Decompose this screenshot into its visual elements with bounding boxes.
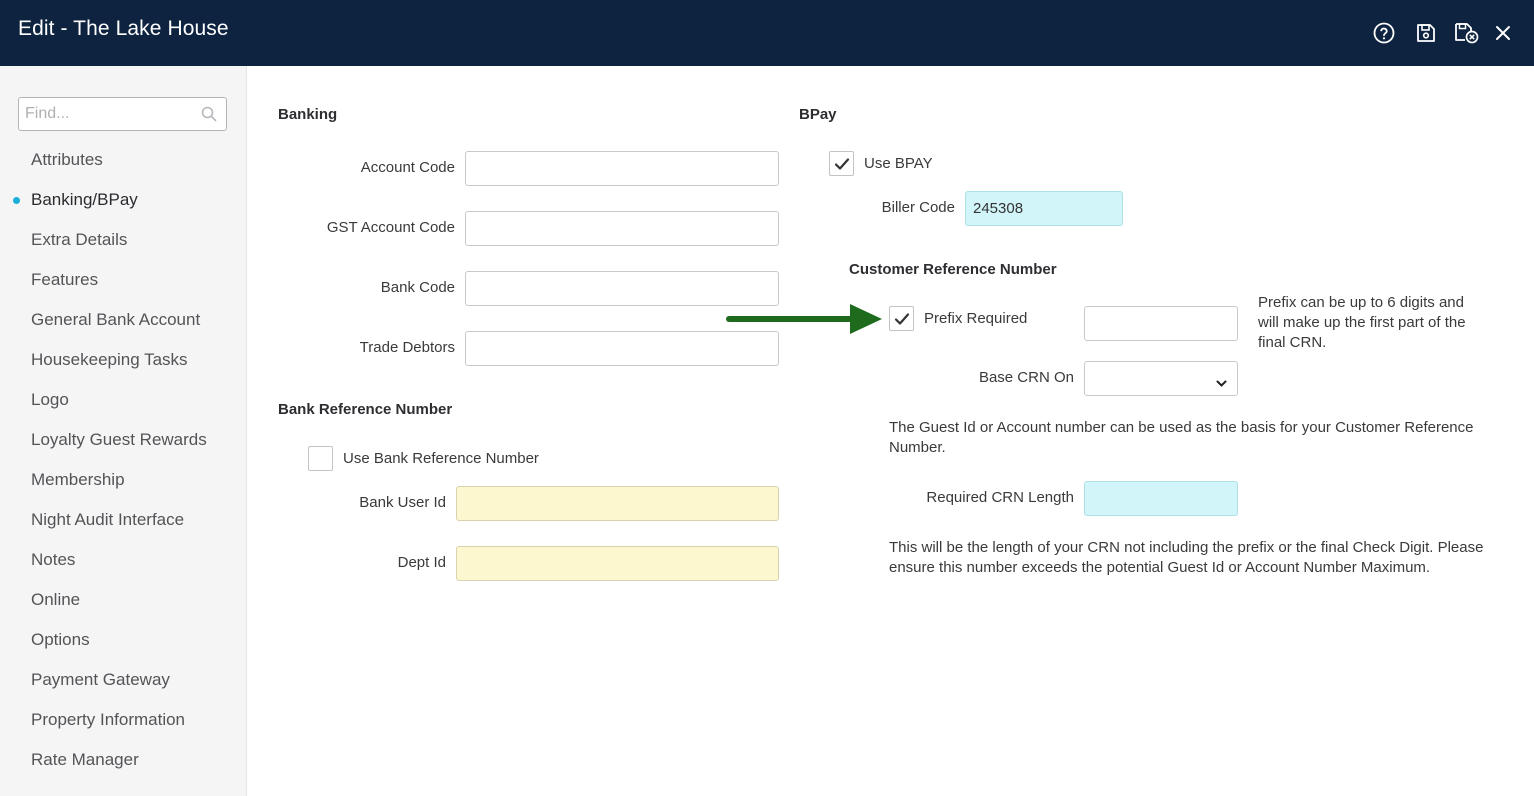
checkmark-icon bbox=[894, 312, 909, 325]
trade-debtors-field[interactable] bbox=[465, 331, 779, 366]
sidebar-item-general-bank-account[interactable]: General Bank Account bbox=[31, 310, 201, 329]
sidebar-item-options[interactable]: Options bbox=[31, 630, 90, 649]
sidebar-item-logo[interactable]: Logo bbox=[31, 390, 69, 409]
prefix-required-checkbox[interactable] bbox=[889, 306, 914, 331]
required-crn-length-label: Required CRN Length bbox=[926, 489, 1074, 506]
base-crn-note: The Guest Id or Account number can be us… bbox=[889, 419, 1474, 456]
use-bpay-label: Use BPAY bbox=[864, 155, 933, 172]
dept-id-label: Dept Id bbox=[397, 554, 446, 571]
required-crn-length-field[interactable] bbox=[1084, 481, 1238, 516]
gst-account-code-label: GST Account Code bbox=[326, 219, 455, 236]
bank-code-label: Bank Code bbox=[380, 279, 455, 296]
account-code-label: Account Code bbox=[360, 159, 455, 176]
sidebar-item-property-information[interactable]: Property Information bbox=[31, 710, 186, 729]
bpay-heading: BPay bbox=[799, 106, 837, 123]
sidebar-item-extra-details[interactable]: Extra Details bbox=[31, 230, 128, 249]
save-icon[interactable] bbox=[1413, 20, 1439, 46]
banking-heading: Banking bbox=[278, 106, 338, 123]
bank-user-id-label: Bank User Id bbox=[359, 494, 446, 511]
use-bank-reference-label: Use Bank Reference Number bbox=[343, 450, 539, 467]
sidebar-item-payment-gateway[interactable]: Payment Gateway bbox=[31, 670, 170, 689]
prefix-field[interactable] bbox=[1084, 306, 1238, 341]
use-bank-reference-checkbox[interactable] bbox=[308, 446, 333, 471]
sidebar-item-housekeeping-tasks[interactable]: Housekeeping Tasks bbox=[31, 350, 188, 369]
biller-code-label: Biller Code bbox=[881, 199, 955, 216]
bank-reference-heading: Bank Reference Number bbox=[278, 401, 453, 418]
gst-account-code-field[interactable] bbox=[465, 211, 779, 246]
dept-id-field[interactable] bbox=[456, 546, 779, 581]
help-icon[interactable] bbox=[1371, 20, 1397, 46]
sidebar-item-loyalty-guest-rewards[interactable]: Loyalty Guest Rewards bbox=[31, 430, 207, 449]
sidebar-item-features[interactable]: Features bbox=[31, 270, 99, 289]
title-bar: Edit - The Lake House bbox=[0, 0, 1534, 66]
bank-code-field[interactable] bbox=[465, 271, 779, 306]
sidebar: Attributes Banking/BPay Extra Details Fe… bbox=[0, 66, 247, 796]
save-close-icon[interactable] bbox=[1454, 20, 1480, 46]
crn-length-note: This will be the length of your CRN not … bbox=[889, 539, 1484, 576]
window-title: Edit - The Lake House bbox=[18, 17, 229, 40]
checkmark-icon bbox=[834, 157, 849, 170]
search-input[interactable] bbox=[19, 98, 199, 130]
sidebar-item-banking-bpay[interactable]: Banking/BPay bbox=[31, 190, 138, 209]
sidebar-item-notes[interactable]: Notes bbox=[31, 550, 76, 569]
close-icon[interactable] bbox=[1490, 20, 1516, 46]
search-icon[interactable] bbox=[201, 106, 217, 127]
active-indicator-dot bbox=[13, 197, 20, 204]
sidebar-item-online[interactable]: Online bbox=[31, 590, 81, 609]
account-code-field[interactable] bbox=[465, 151, 779, 186]
sidebar-item-membership[interactable]: Membership bbox=[31, 470, 125, 489]
search-box bbox=[18, 97, 227, 131]
base-crn-on-select[interactable] bbox=[1084, 361, 1238, 396]
prefix-note: Prefix can be up to 6 digits and will ma… bbox=[1258, 294, 1466, 351]
chevron-down-icon bbox=[1216, 375, 1227, 393]
sidebar-item-night-audit-interface[interactable]: Night Audit Interface bbox=[31, 510, 185, 529]
sidebar-item-attributes[interactable]: Attributes bbox=[31, 150, 103, 169]
annotation-arrow bbox=[726, 304, 882, 334]
trade-debtors-label: Trade Debtors bbox=[359, 339, 455, 356]
biller-code-field[interactable] bbox=[965, 191, 1123, 226]
prefix-required-label: Prefix Required bbox=[924, 310, 1028, 327]
sidebar-item-rate-manager[interactable]: Rate Manager bbox=[31, 750, 139, 769]
base-crn-on-label: Base CRN On bbox=[978, 369, 1074, 386]
use-bpay-checkbox[interactable] bbox=[829, 151, 854, 176]
bank-user-id-field[interactable] bbox=[456, 486, 779, 521]
crn-heading: Customer Reference Number bbox=[849, 261, 1057, 278]
